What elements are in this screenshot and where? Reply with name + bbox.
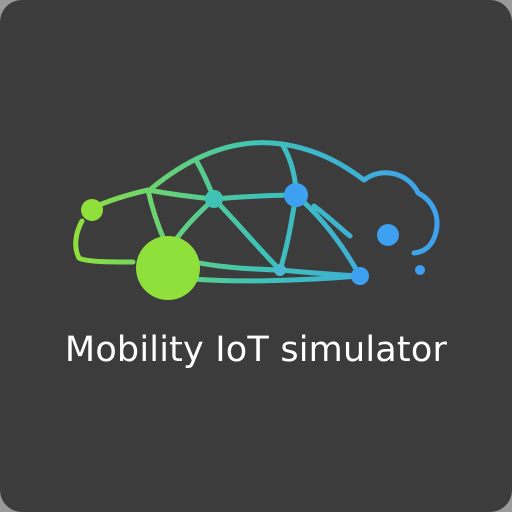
car-outline — [149, 140, 440, 256]
node-right-2 — [351, 267, 369, 285]
link-k — [277, 267, 361, 279]
node-front — [81, 199, 103, 221]
car-base — [179, 273, 361, 284]
node-large — [136, 236, 200, 300]
link-d — [211, 192, 299, 202]
node-bottom — [274, 264, 286, 276]
node-right-1 — [377, 224, 399, 246]
car-bottom — [73, 218, 136, 265]
node-right-3 — [415, 265, 425, 275]
node-top — [284, 183, 308, 207]
node-mid — [205, 190, 223, 208]
app-title: Mobility IoT simulator — [64, 330, 448, 370]
link-a — [145, 187, 168, 245]
network-lines — [73, 140, 440, 284]
link-b — [145, 187, 217, 202]
link-l — [311, 203, 353, 239]
link-e — [211, 196, 283, 273]
